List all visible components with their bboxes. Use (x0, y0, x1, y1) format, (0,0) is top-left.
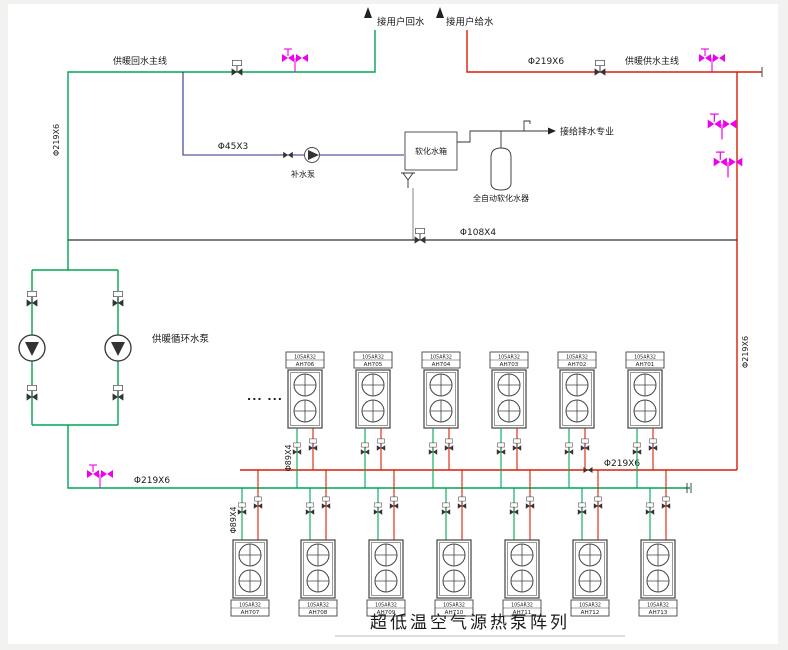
circulation-pump-loop: 供暖循环水泵 (18, 269, 210, 426)
unit-model: 105AR32 (307, 603, 329, 609)
branch-dia-top: Φ89X4 (284, 444, 293, 471)
bottom-manifolds: Φ219X6 Φ219X6 Φ89X4 Φ89X4 ... ... (67, 390, 737, 534)
heat-pump-unit: 105AR32 AH712 (570, 470, 610, 617)
soft-water-tank (404, 131, 458, 171)
heat-pump-unit: 105AR32 AH703 (489, 351, 529, 488)
unit-body (573, 540, 607, 598)
circulation-pump-icon (18, 334, 46, 362)
unit-tag: AH713 (649, 610, 668, 616)
unit-model: 105AR32 (566, 355, 588, 361)
water-softener-label: 全自动软化水器 (473, 193, 529, 203)
unit-tag: AH704 (432, 362, 451, 368)
makeup-pump-label: 补水泵 (291, 169, 315, 179)
heat-pump-unit: 105AR32 AH711 (502, 470, 542, 617)
unit-body (505, 540, 539, 598)
makeup-water-section: Φ45X3 补水泵 软化水箱 全自动软化水器 接给排水专业 (182, 72, 614, 240)
mid-pipe: Φ108X4 (68, 227, 737, 245)
return-main-label: 供暖回水主线 (113, 55, 167, 67)
circulation-pump-label: 供暖循环水泵 (152, 333, 210, 345)
unit-model: 105AR32 (511, 603, 533, 609)
heat-pump-unit: 105AR32 AH708 (298, 470, 338, 617)
unit-body (492, 370, 526, 428)
unit-tag: AH709 (377, 610, 396, 616)
heat-pump-unit: 105AR32 AH704 (421, 351, 461, 488)
heat-pump-unit: 105AR32 AH707 (230, 470, 270, 617)
unit-body (288, 370, 322, 428)
unit-model: 105AR32 (443, 603, 465, 609)
green-manifold-dia: Φ219X6 (134, 476, 170, 486)
unit-model: 105AR32 (647, 603, 669, 609)
unit-tag: AH705 (364, 362, 383, 368)
makeup-pump-icon (304, 147, 320, 163)
drawing-title-block: 超低温空气源热泵阵列 (335, 613, 625, 637)
unit-body (641, 540, 675, 598)
heat-pump-unit: 105AR32 AH709 (366, 470, 406, 617)
water-softener-vessel (490, 147, 512, 191)
unit-tag: AH707 (241, 610, 260, 616)
faucet-icon (523, 120, 531, 131)
unit-body (424, 370, 458, 428)
heat-pump-unit: 105AR32 AH702 (557, 351, 597, 488)
drain-connection-label: 接给排水专业 (560, 126, 614, 138)
right-riser-dia: Φ219X6 (741, 336, 750, 368)
left-riser-dia: Φ219X6 (52, 124, 61, 156)
mid-pipe-dia: Φ108X4 (460, 228, 496, 238)
heat-pump-unit: 105AR32 AH706 (285, 351, 325, 488)
unit-body (356, 370, 390, 428)
unit-tag: AH711 (513, 610, 532, 616)
array-ellipsis: ... ... (247, 390, 283, 403)
drawing-title: 超低温空气源热泵阵列 (370, 613, 570, 633)
drain-funnel-icon (401, 172, 415, 188)
red-manifold-dia: Φ219X6 (604, 459, 640, 469)
supply-main-label: 供暖供水主线 (625, 55, 679, 67)
unit-tag: AH702 (568, 362, 587, 368)
unit-model: 105AR32 (375, 603, 397, 609)
return-main-line: 接用户回水 供暖回水主线 Φ219X6 (52, 7, 425, 270)
unit-tag: AH710 (445, 610, 464, 616)
unit-model: 105AR32 (579, 603, 601, 609)
unit-model: 105AR32 (294, 355, 316, 361)
heat-pump-unit: 105AR32 AH713 (638, 470, 678, 617)
drain-arrow-icon (548, 127, 556, 135)
unit-tag: AH701 (636, 362, 655, 368)
unit-tag: AH708 (309, 610, 328, 616)
user-return-label: 接用户回水 (377, 16, 425, 28)
supply-main-line: 接用户给水 Φ219X6 供暖供水主线 Φ219X6 (436, 7, 763, 470)
branch-dia-bottom: Φ89X4 (229, 506, 238, 533)
unit-model: 105AR32 (634, 355, 656, 361)
supply-main-dia: Φ219X6 (528, 57, 564, 67)
unit-model: 105AR32 (362, 355, 384, 361)
unit-model: 105AR32 (239, 603, 261, 609)
soft-water-tank-label: 软化水箱 (415, 146, 447, 156)
heat-pump-unit: 105AR32 AH701 (625, 351, 665, 488)
heat-pump-unit: 105AR32 AH705 (353, 351, 393, 488)
unit-body (560, 370, 594, 428)
unit-tag: AH712 (581, 610, 600, 616)
unit-model: 105AR32 (430, 355, 452, 361)
unit-body (301, 540, 335, 598)
circulation-pump-icon (104, 334, 132, 362)
unit-tag: AH706 (296, 362, 315, 368)
makeup-pipe-dia: Φ45X3 (218, 142, 248, 152)
heat-pump-row-bottom: 105AR32 AH707 105AR32 AH708 105AR32 AH70… (230, 470, 678, 617)
heat-pump-unit: 105AR32 AH710 (434, 470, 474, 617)
unit-body (233, 540, 267, 598)
heat-pump-row-top: 105AR32 AH706 105AR32 AH705 105AR32 AH70… (285, 351, 665, 488)
unit-body (437, 540, 471, 598)
unit-body (628, 370, 662, 428)
unit-tag: AH703 (500, 362, 519, 368)
unit-model: 105AR32 (498, 355, 520, 361)
unit-body (369, 540, 403, 598)
user-supply-label: 接用户给水 (446, 16, 494, 28)
